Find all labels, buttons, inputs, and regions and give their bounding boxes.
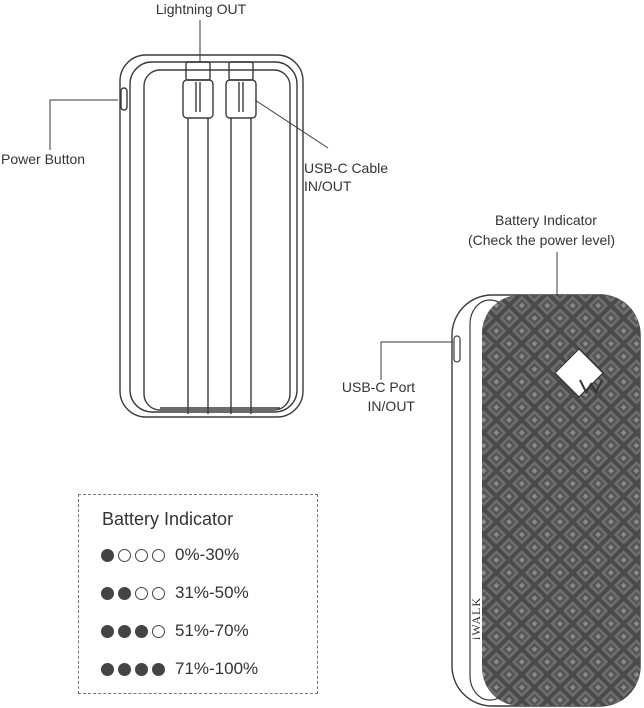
usbc-cable xyxy=(225,61,257,414)
w-logo-badge xyxy=(554,348,604,398)
legend-range: 0%-30% xyxy=(175,545,240,564)
legend-row: 71%-100% xyxy=(101,657,258,681)
lightning-cable xyxy=(182,61,214,414)
legend-title: Battery Indicator xyxy=(102,509,234,529)
powerbank-front-view xyxy=(119,54,304,418)
dot-icon xyxy=(135,548,148,562)
powerbank-back-view xyxy=(451,294,641,707)
leader-usbc-port xyxy=(380,341,453,380)
leader-lines xyxy=(49,20,558,380)
indicator-dots xyxy=(101,586,165,600)
battery-indicator-legend: Battery Indicator 0%-30% 31%-50% 51%-70%… xyxy=(78,494,318,694)
dot-icon xyxy=(152,662,165,676)
usbc-cable-label-line2: IN/OUT xyxy=(304,178,352,194)
dot-icon xyxy=(101,624,114,638)
brand-logo-text: iWALK xyxy=(469,597,483,640)
dot-icon xyxy=(101,548,114,562)
dot-icon xyxy=(101,662,114,676)
dot-icon xyxy=(135,662,148,676)
legend-range: 31%-50% xyxy=(175,583,249,602)
legend-range: 51%-70% xyxy=(175,621,249,640)
dot-icon xyxy=(118,586,131,600)
dot-icon xyxy=(118,624,131,638)
lightning-out-label: Lightning OUT xyxy=(155,1,247,17)
dot-icon xyxy=(118,548,131,562)
dot-icon xyxy=(152,586,165,600)
powerbank-inner-shell xyxy=(129,61,298,413)
dot-icon xyxy=(152,624,165,638)
usbc-port-label-line1: USB-C Port xyxy=(341,379,415,395)
indicator-dots xyxy=(101,624,165,638)
diamond-texture-panel xyxy=(482,295,640,706)
battery-indicator-label-line1: Battery Indicator xyxy=(495,212,597,228)
power-button-label: Power Button xyxy=(1,151,86,167)
battery-indicator-label-line2: (Check the power level) xyxy=(468,232,616,248)
legend-row: 31%-50% xyxy=(101,581,249,605)
usbc-port-shape xyxy=(453,335,461,363)
indicator-dots xyxy=(101,662,165,676)
dot-icon xyxy=(101,586,114,600)
dot-icon xyxy=(152,548,165,562)
dot-icon xyxy=(135,624,148,638)
indicator-dots xyxy=(101,548,165,562)
power-button-shape xyxy=(120,87,128,111)
leader-usbc-cable xyxy=(254,99,329,149)
legend-range: 71%-100% xyxy=(175,659,259,678)
dot-icon xyxy=(118,662,131,676)
powerbank-outer-shell xyxy=(119,54,304,418)
dot-icon xyxy=(135,586,148,600)
usbc-port-label-line2: IN/OUT xyxy=(367,398,415,414)
leader-power-button xyxy=(49,99,118,150)
legend-row: 0%-30% xyxy=(101,543,239,567)
legend-row: 51%-70% xyxy=(101,619,249,643)
usbc-cable-label-line1: USB-C Cable xyxy=(304,160,389,176)
powerbank-face xyxy=(143,69,291,411)
